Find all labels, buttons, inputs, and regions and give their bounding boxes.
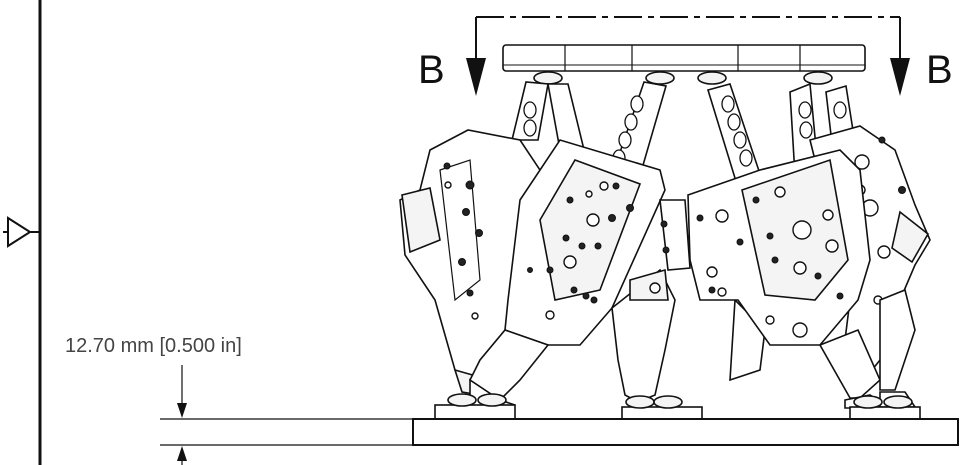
- section-arrow-left-icon: [466, 58, 486, 96]
- dimension-label: 12.70 mm [0.500 in]: [65, 335, 242, 357]
- base-plate: [160, 418, 959, 446]
- top-platform: [502, 44, 866, 85]
- datum-triangle-icon: [3, 216, 40, 248]
- dimension-arrow-up-icon: [177, 446, 187, 461]
- centre-joint-assembly: [611, 199, 766, 403]
- dimension-arrows: [177, 365, 187, 465]
- actuator-left-front: [469, 139, 666, 408]
- section-arrow-right-icon: [890, 58, 910, 96]
- foot-pads: [434, 393, 921, 420]
- actuator-right-front: [687, 149, 917, 409]
- section-label-left: B: [418, 48, 445, 92]
- section-label-right: B: [926, 48, 953, 92]
- dimension-arrow-down-icon: [177, 403, 187, 418]
